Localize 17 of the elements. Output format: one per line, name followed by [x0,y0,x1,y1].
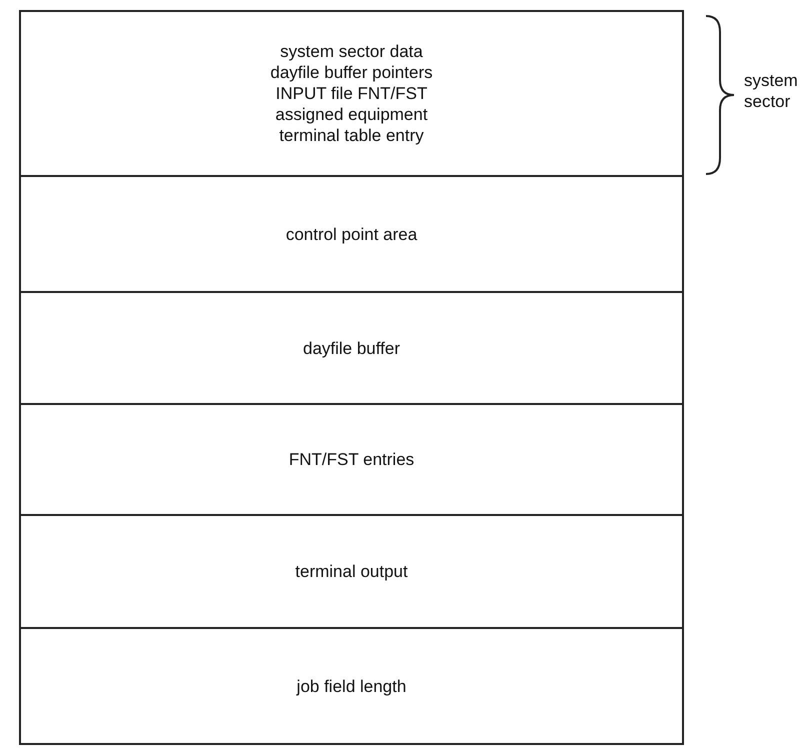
block-text: system sector data [280,41,423,62]
memory-block [19,293,684,405]
block-text: job field length [296,676,406,696]
block-text: INPUT file FNT/FST [276,83,428,104]
block-text: terminal table entry [279,125,424,146]
memory-block [19,629,684,745]
block-text: control point area [286,224,418,244]
memory-block [19,516,684,629]
block-text: dayfile buffer [302,338,400,358]
memory-block [19,10,684,177]
memory-block [19,177,684,293]
block-text: assigned equipment [275,104,428,125]
block-text: terminal output [295,561,408,582]
block-text: FNT/FST entries [288,449,414,470]
block-text: dayfile buffer pointers [270,62,433,83]
memory-block [19,405,684,516]
section-label: system sector [744,70,799,112]
